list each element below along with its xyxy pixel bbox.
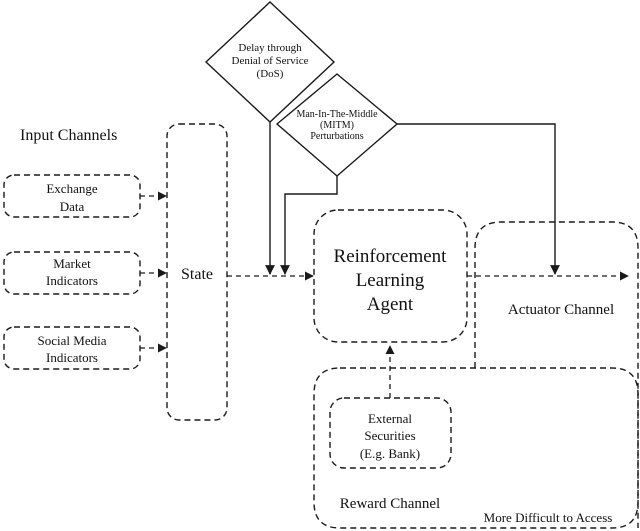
- reward-channel-label: Reward Channel: [340, 496, 440, 512]
- input-channels-title: Input Channels: [20, 127, 117, 144]
- external-securities-box: External Securities (E.g. Bank): [329, 397, 452, 469]
- input-box-line2: Data: [60, 199, 85, 214]
- rl-agent-box: Reinforcement Learning Agent: [313, 209, 468, 343]
- agent-line1: Reinforcement: [334, 246, 448, 267]
- actuator-channel-region: [474, 221, 639, 528]
- external-line3: (E.g. Bank): [360, 446, 420, 461]
- input-box-line1: Exchange: [46, 181, 97, 196]
- input-box-line1: Social Media: [38, 333, 107, 348]
- more-difficult-label: More Difficult to Access: [484, 510, 613, 525]
- input-box-line1: Market: [53, 256, 91, 271]
- external-line2: Securities: [364, 428, 415, 443]
- dos-line3: (DoS): [257, 68, 284, 80]
- input-box-social-media-indicators: Social Media Indicators: [3, 326, 141, 370]
- mitm-line2: (MITM): [320, 120, 354, 131]
- input-box-exchange-data: Exchange Data: [3, 174, 141, 218]
- agent-line3: Agent: [367, 294, 414, 315]
- dos-line2: Denial of Service: [232, 55, 309, 67]
- input-box-market-indicators: Market Indicators: [3, 251, 141, 295]
- mitm-line3: Perturbations: [310, 131, 363, 142]
- arrow-mitm-to-path: [280, 176, 338, 275]
- mitm-line1: Man-In-The-Middle: [296, 109, 378, 120]
- reward-channel-region: [313, 367, 639, 529]
- input-box-line2: Indicators: [46, 273, 98, 288]
- arrow-mitm-to-actuator: [397, 123, 560, 275]
- actuator-channel-label: Actuator Channel: [508, 302, 614, 318]
- state-box: State: [166, 123, 228, 421]
- dos-diamond: Delay through Denial of Service (DoS): [204, 1, 336, 123]
- dos-line1: Delay through: [238, 42, 302, 54]
- input-box-line2: Indicators: [46, 350, 98, 365]
- state-label: State: [181, 266, 213, 283]
- mitm-diamond: Man-In-The-Middle (MITM) Perturbations: [275, 73, 399, 177]
- agent-line2: Learning: [356, 270, 425, 291]
- external-line1: External: [368, 411, 412, 426]
